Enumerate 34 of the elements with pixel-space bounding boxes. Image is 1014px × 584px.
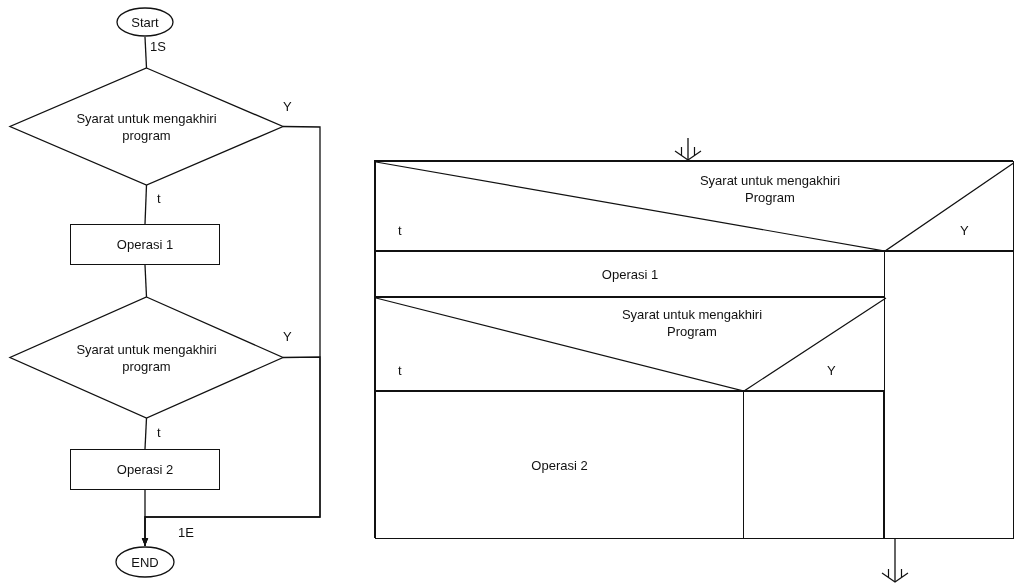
connector-line (144, 184, 148, 225)
empty-branch-cell (743, 391, 884, 539)
terminal-ellipse (116, 7, 174, 37)
node-label: END (131, 553, 159, 571)
process-cell (375, 391, 744, 539)
connector-label: 1E (178, 524, 194, 541)
decision-diamond (10, 68, 283, 185)
connector-label: 1S (150, 38, 166, 55)
condition-cell (375, 297, 885, 391)
process-cell (375, 251, 885, 297)
node-label: Syarat untuk mengakhiri program (75, 109, 218, 144)
node-label: Start (131, 13, 159, 31)
decision-diamond (10, 297, 283, 418)
connector-line (144, 417, 148, 450)
node-label: Operasi 2 (116, 461, 174, 478)
condition-text: Syarat untuk mengakhiri Program (620, 306, 764, 340)
branch-label: Y (827, 362, 836, 379)
node-label: Operasi 1 (116, 236, 174, 253)
structogram-frame (374, 160, 1013, 538)
terminal-ellipse (115, 546, 175, 578)
branch-label: Y (960, 222, 969, 239)
connector-line (144, 264, 148, 298)
empty-branch-cell (884, 251, 1014, 539)
node-label: Operasi 2 (531, 456, 588, 474)
arrow (141, 356, 321, 547)
process-box (70, 224, 220, 265)
node-label: Operasi 1 (601, 265, 659, 283)
branch-label: t (398, 222, 402, 239)
node-label: Syarat untuk mengakhiri program (75, 340, 218, 375)
condition-cell (375, 161, 1014, 251)
branch-label: t (398, 362, 402, 379)
condition-text: Syarat untuk mengakhiri Program (698, 172, 842, 206)
connector-line (144, 36, 148, 69)
process-box (70, 449, 220, 490)
